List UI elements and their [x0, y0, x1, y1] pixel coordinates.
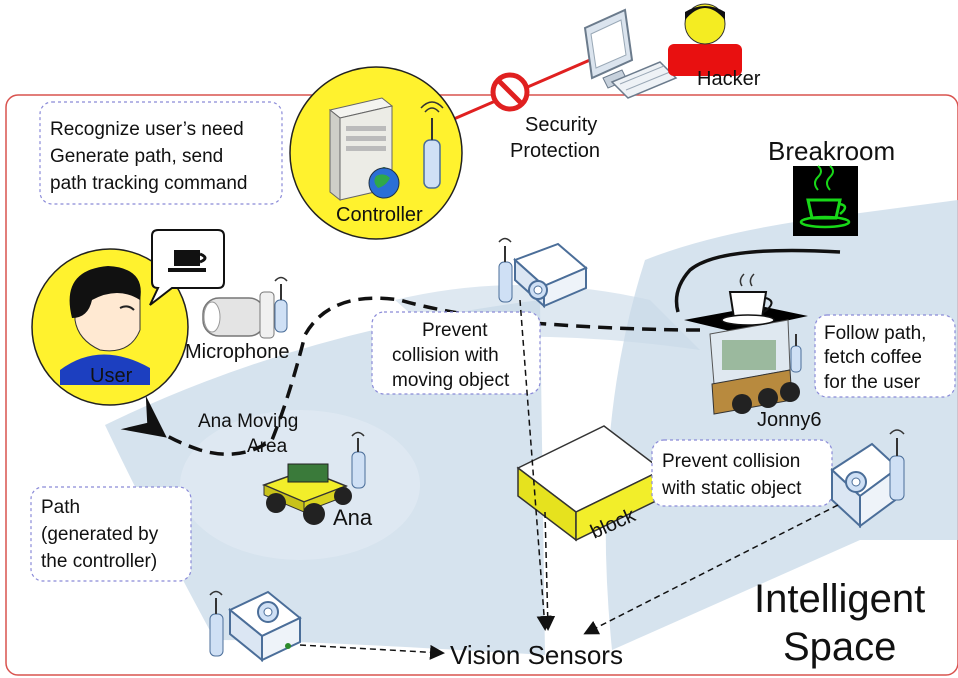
- user-icon: [60, 266, 150, 385]
- hacker-icon: [668, 3, 742, 76]
- path-note-line3: the controller): [41, 551, 157, 572]
- vision-sensors-label: Vision Sensors: [450, 640, 623, 670]
- security-label-line2: Protection: [510, 140, 600, 162]
- no-entry-icon: [490, 72, 530, 112]
- controller-note-line2: Generate path, send: [50, 146, 223, 167]
- follow-path-note-line3: for the user: [824, 372, 921, 393]
- path-note-line1: Path: [41, 497, 80, 518]
- right-camera-antenna-icon: [889, 429, 905, 501]
- security-label-line1: Security: [525, 114, 597, 136]
- follow-path-note-line1: Follow path,: [824, 323, 926, 344]
- follow-path-note: [814, 314, 956, 398]
- path-note-line2: (generated by: [41, 524, 159, 545]
- breakroom-route: [674, 248, 841, 313]
- cup-icon: [168, 250, 207, 272]
- ana-label: Ana: [333, 505, 373, 530]
- arrow-right-camera: [583, 504, 839, 635]
- space-label: Space: [783, 625, 896, 669]
- block-obstacle: [516, 425, 664, 542]
- follow-path-note-line2: fetch coffee: [824, 347, 922, 368]
- right-camera-icon: [830, 442, 900, 529]
- path-note: [30, 486, 192, 582]
- moving-object-note-line1: Prevent: [422, 320, 488, 341]
- microphone-antenna-icon: [274, 276, 288, 333]
- controller-antenna-icon: [420, 101, 444, 189]
- hacker-label: Hacker: [697, 68, 761, 90]
- top-camera-antenna-icon: [498, 237, 513, 303]
- ana-antenna-icon: [351, 431, 366, 489]
- jonny6-label: Jonny6: [757, 409, 822, 431]
- breakroom-label: Breakroom: [768, 136, 895, 166]
- controller-label: Controller: [336, 204, 423, 226]
- speech-bubble: [149, 229, 225, 306]
- controller-note-line1: Recognize user’s need: [50, 119, 244, 140]
- moving-object-note-line2: collision with: [392, 345, 499, 366]
- ana-robot-icon: [261, 463, 352, 525]
- coffee-sign-icon: [793, 165, 858, 236]
- computer-icon: [583, 8, 678, 99]
- arrow-top-camera: [519, 299, 552, 631]
- robot-path: [120, 296, 701, 456]
- top-camera-icon: [513, 242, 588, 309]
- jonny6-antenna-icon: [790, 334, 802, 373]
- moving-object-note-line3: moving object: [392, 370, 510, 391]
- controller-note: [39, 101, 283, 205]
- bottom-camera-icon: [228, 590, 302, 663]
- globe-icon: [368, 167, 400, 199]
- ana-area-label-line1: Ana Moving: [198, 411, 298, 432]
- controller-note-line3: path tracking command: [50, 173, 248, 194]
- static-object-note-line2: with static object: [661, 478, 802, 499]
- static-object-note: [651, 439, 833, 507]
- microphone-label: Microphone: [185, 341, 290, 363]
- coffee-cup-on-robot-icon: [721, 273, 775, 326]
- microphone-icon: [202, 291, 275, 339]
- static-object-note-line1: Prevent collision: [662, 451, 800, 472]
- moving-object-note: [371, 311, 541, 395]
- coverage-area-right: [605, 200, 958, 650]
- arrow-bottom-camera: [299, 644, 445, 660]
- intelligent-label: Intelligent: [754, 577, 925, 621]
- user-label: User: [90, 365, 133, 387]
- bottom-camera-antenna-icon: [209, 590, 224, 657]
- ana-area-label-line2: Area: [247, 436, 288, 457]
